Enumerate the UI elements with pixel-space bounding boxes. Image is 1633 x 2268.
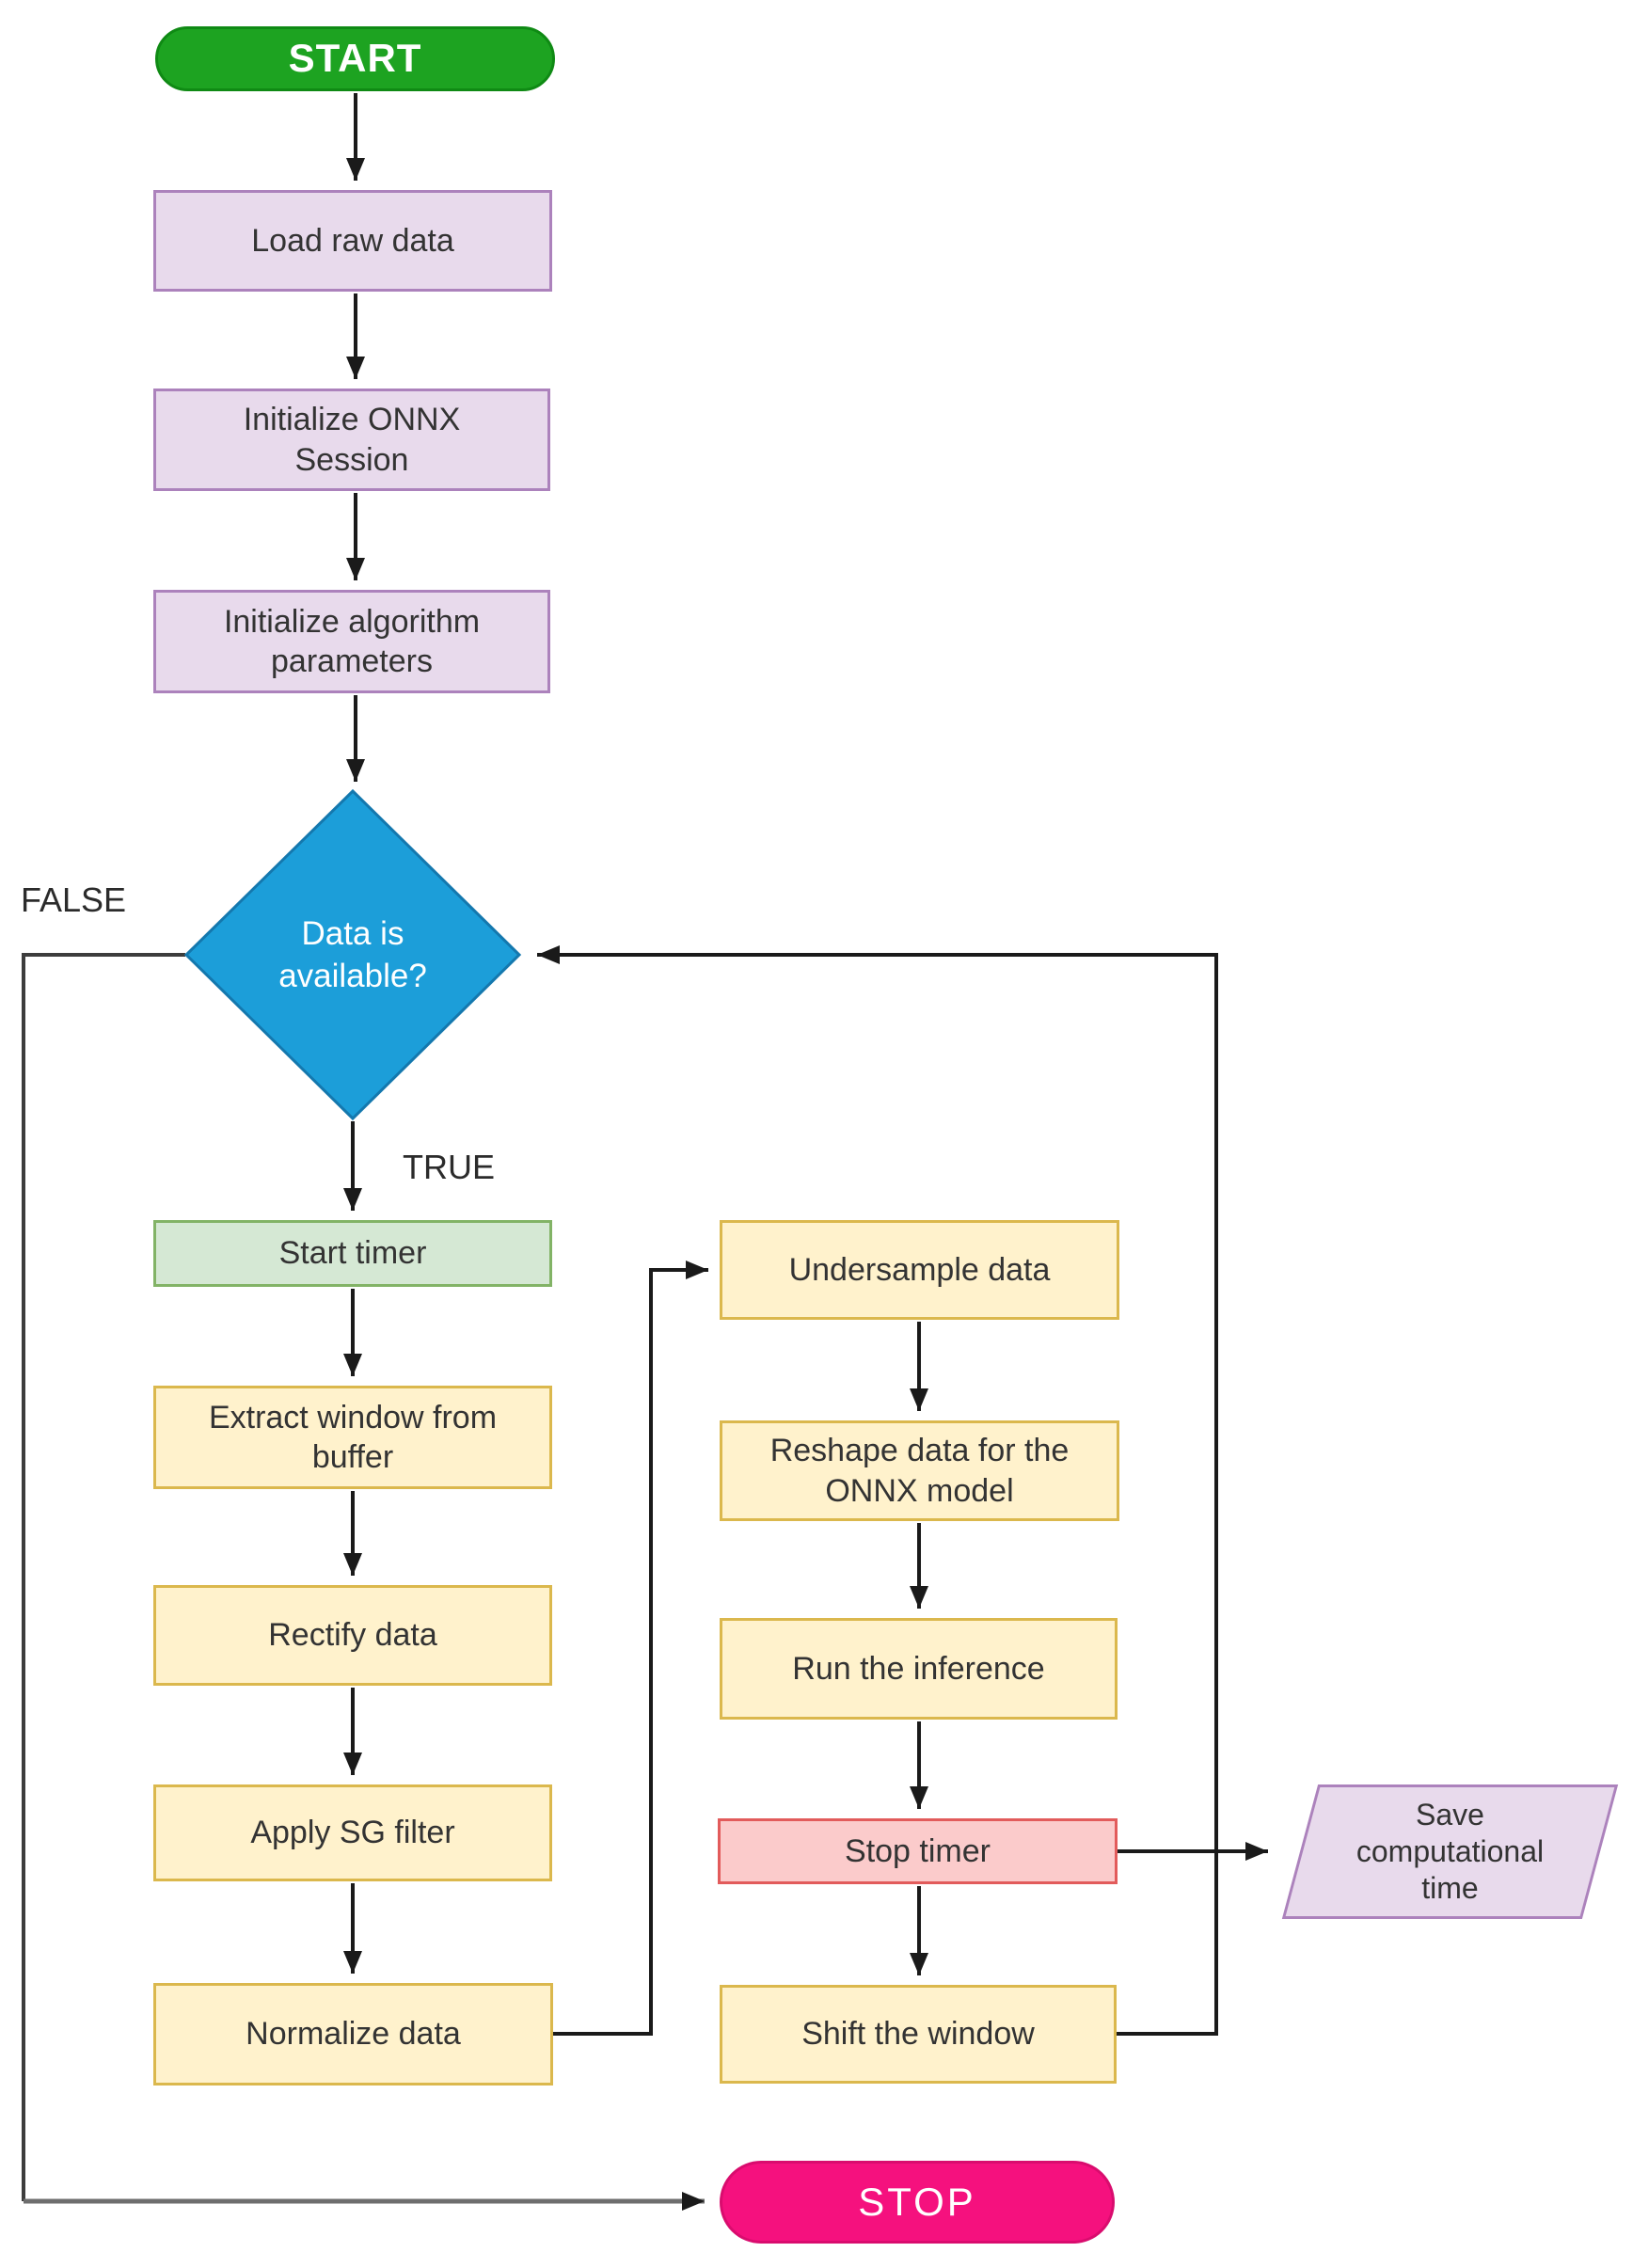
process-undersample-data: Undersample data — [720, 1220, 1119, 1320]
process-initialize-algorithm-parameters: Initialize algorithm parameters — [153, 590, 550, 693]
process-label: Stop timer — [845, 1832, 991, 1869]
process-reshape-data-onnx-model: Reshape data for the ONNX model — [720, 1420, 1119, 1521]
process-label: Initialize ONNX Session — [243, 402, 461, 478]
process-run-the-inference: Run the inference — [720, 1618, 1118, 1720]
process-label: Initialize algorithm parameters — [223, 603, 481, 679]
process-label: Start timer — [278, 1235, 427, 1272]
start-node: START — [155, 26, 555, 91]
io-save-computational-time: Save computational time — [1281, 1784, 1619, 1919]
process-label: Normalize data — [246, 2016, 461, 2053]
process-label: Shift the window — [801, 2016, 1035, 2053]
process-start-timer: Start timer — [153, 1220, 552, 1287]
stop-node-label: STOP — [858, 2179, 976, 2224]
decision-diamond-shape — [183, 788, 522, 1121]
process-stop-timer: Stop timer — [718, 1818, 1118, 1884]
start-node-label: START — [288, 36, 422, 81]
process-label: Load raw data — [251, 222, 454, 259]
decision-data-available: Data is available? — [183, 788, 522, 1121]
process-normalize-data: Normalize data — [153, 1983, 553, 2086]
process-label: Rectify data — [268, 1617, 437, 1654]
true-branch-label: TRUE — [403, 1148, 495, 1186]
process-load-raw-data: Load raw data — [153, 190, 552, 292]
process-label: Undersample data — [788, 1251, 1051, 1288]
process-label: Run the inference — [792, 1650, 1045, 1687]
process-rectify-data: Rectify data — [153, 1585, 552, 1686]
process-shift-the-window: Shift the window — [720, 1985, 1117, 2084]
process-label: Apply SG filter — [250, 1815, 455, 1851]
stop-node: STOP — [720, 2161, 1115, 2244]
process-extract-window-from-buffer: Extract window from buffer — [153, 1386, 552, 1489]
process-apply-sg-filter: Apply SG filter — [153, 1784, 552, 1881]
process-initialize-onnx-session: Initialize ONNX Session — [153, 389, 550, 491]
io-label: Save computational time — [1356, 1797, 1545, 1906]
arrow-normalize-to-undersample — [553, 1261, 708, 2036]
process-label: Reshape data for the ONNX model — [769, 1433, 1070, 1509]
process-label: Extract window from buffer — [208, 1399, 498, 1475]
false-branch-label: FALSE — [21, 880, 127, 919]
decision-label: Data is available? — [278, 914, 427, 995]
